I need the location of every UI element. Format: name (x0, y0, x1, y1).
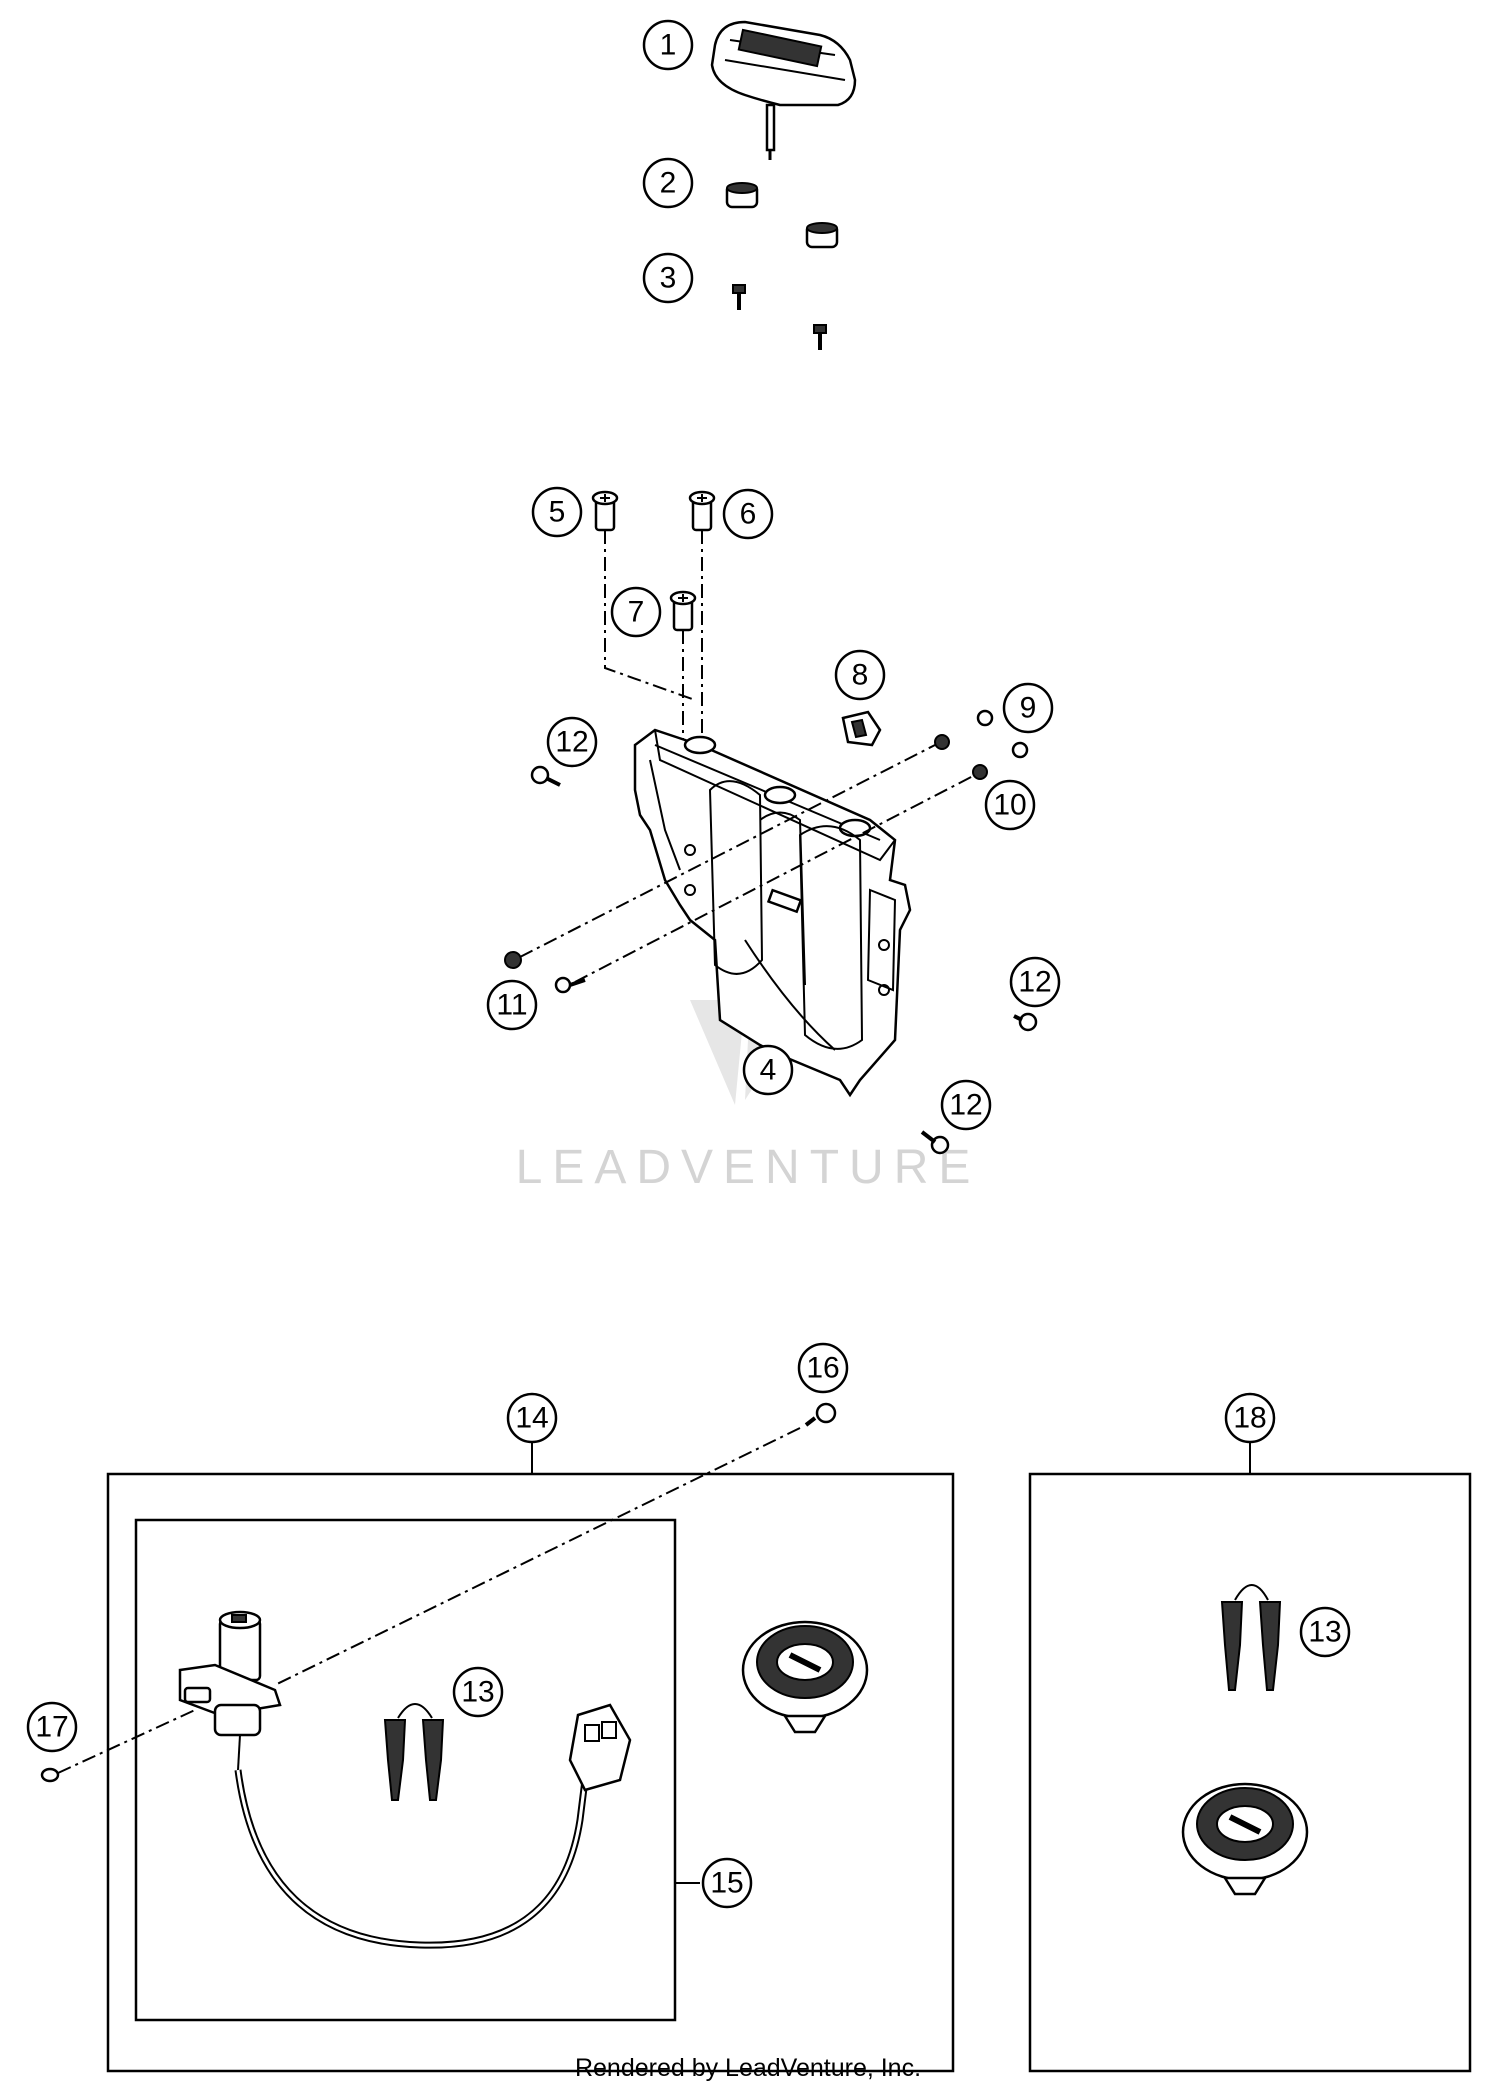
callout-18[interactable]: 18 (1224, 1392, 1276, 1444)
svg-text:2: 2 (660, 167, 677, 200)
svg-text:1: 1 (660, 29, 677, 62)
svg-text:16: 16 (806, 1352, 839, 1385)
callout-12-b[interactable]: 12 (1009, 956, 1061, 1008)
assembly-15-box (134, 1518, 700, 2022)
fuel-cap-kit-14[interactable] (741, 1620, 869, 1734)
svg-text:11: 11 (496, 989, 527, 1022)
callout-12-c[interactable]: 12 (940, 1079, 992, 1131)
callout-13-a[interactable]: 13 (452, 1666, 504, 1718)
part-11-bolts[interactable] (504, 951, 586, 994)
callout-12-a[interactable]: 12 (546, 716, 598, 768)
kit-14-box (106, 1442, 955, 2073)
svg-text:14: 14 (515, 1402, 548, 1435)
callout-9[interactable]: 9 (1002, 682, 1054, 734)
svg-text:13: 13 (461, 1676, 494, 1709)
part-16-screw[interactable] (804, 1402, 837, 1427)
watermark-text: LEADVENTURE (516, 1141, 981, 1194)
callout-16[interactable]: 16 (797, 1342, 849, 1394)
svg-text:18: 18 (1233, 1402, 1266, 1435)
part-15-ignition-lock-harness[interactable] (178, 1610, 632, 1949)
kit-18-box (1028, 1442, 1472, 2073)
part-7-insert[interactable] (669, 590, 697, 632)
callout-11[interactable]: 11 (486, 979, 538, 1031)
part-13-keys-kit-18[interactable] (1220, 1584, 1282, 1691)
svg-text:8: 8 (852, 659, 869, 692)
part-12-screws[interactable] (530, 765, 1038, 1155)
svg-text:4: 4 (760, 1054, 777, 1087)
part-1-display[interactable] (710, 20, 857, 160)
part-5-insert[interactable] (591, 490, 619, 532)
svg-text:12: 12 (555, 726, 588, 759)
callout-3[interactable]: 3 (642, 252, 694, 304)
footer-credit: Rendered by LeadVenture, Inc. (575, 2054, 921, 2082)
part-8-clip[interactable] (841, 710, 882, 747)
part-4-bracket[interactable] (633, 728, 912, 1098)
svg-text:9: 9 (1020, 692, 1037, 725)
callout-17[interactable]: 17 (26, 1701, 78, 1753)
svg-text:7: 7 (628, 596, 645, 629)
callout-5[interactable]: 5 (531, 486, 583, 538)
svg-text:17: 17 (35, 1711, 68, 1744)
svg-text:5: 5 (549, 496, 566, 529)
callout-2[interactable]: 2 (642, 157, 694, 209)
svg-text:13: 13 (1308, 1616, 1341, 1649)
svg-text:12: 12 (1018, 966, 1051, 999)
ring-17-assembly-line (57, 1709, 196, 1774)
callout-1[interactable]: 1 (642, 19, 694, 71)
part-10-nut-washer[interactable] (972, 741, 1029, 780)
callout-13-b[interactable]: 13 (1299, 1606, 1351, 1658)
callout-6[interactable]: 6 (722, 488, 774, 540)
callout-4[interactable]: 4 (742, 1044, 794, 1096)
svg-text:6: 6 (740, 498, 757, 531)
svg-text:10: 10 (993, 789, 1026, 822)
screw-16-assembly-line (274, 1427, 801, 1686)
svg-text:3: 3 (660, 262, 677, 295)
callout-7[interactable]: 7 (610, 586, 662, 638)
callout-10[interactable]: 10 (984, 779, 1036, 831)
callout-15[interactable]: 15 (701, 1857, 753, 1909)
part-3-screws[interactable] (732, 284, 827, 350)
part-17-ring[interactable] (40, 1767, 60, 1783)
callout-14[interactable]: 14 (506, 1392, 558, 1444)
fuel-cap-kit-18[interactable] (1181, 1782, 1309, 1896)
callout-8[interactable]: 8 (834, 649, 886, 701)
svg-text:15: 15 (710, 1867, 743, 1900)
bolt-assembly-lines (519, 744, 976, 983)
part-13-keys-kit-14[interactable] (383, 1703, 445, 1801)
svg-text:12: 12 (949, 1089, 982, 1122)
part-2-grommets[interactable] (725, 182, 839, 249)
insert-assembly-lines (604, 530, 703, 740)
part-6-insert[interactable] (688, 490, 716, 532)
part-9-nut-washer[interactable] (934, 709, 994, 750)
